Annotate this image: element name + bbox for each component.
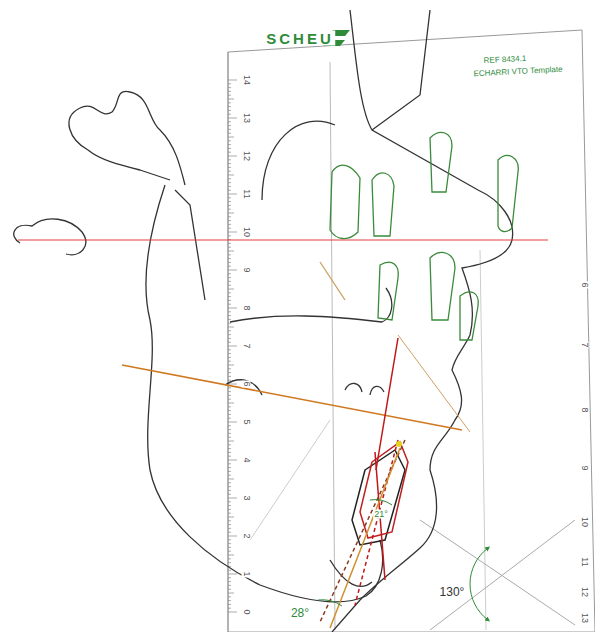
template-caption: ECHARRI VTO Template [472,66,563,79]
ruler-number: 12 [580,586,589,598]
ruler-number: 1 [242,570,251,577]
ruler-number: 9 [580,464,589,471]
ruler-number: 6 [242,380,251,387]
ruler-number: 13 [580,612,589,624]
profile-outline [14,10,513,632]
angle-label: 130° [439,586,466,598]
vto-template [228,30,595,632]
ruler-number: 10 [242,226,251,238]
ruler-number: 2 [242,532,251,539]
ruler-number: 8 [580,406,589,413]
ruler-number: 6 [580,281,589,288]
ruler-number: 7 [242,342,251,349]
occlusal-plane [122,365,462,430]
brand-logo: SCHEU [265,31,335,46]
ruler-number: 0 [242,608,251,615]
upper-teeth [320,132,518,340]
template-caption: REF 8434.1 [482,55,527,65]
ruler-number: 12 [242,150,251,162]
ruler-number: 13 [242,112,251,124]
ruler-number: 9 [242,266,251,273]
ruler-number: 10 [580,516,589,528]
ruler-number: 5 [242,418,251,425]
angle-label: 21° [373,510,389,519]
lower-incisor [318,338,408,628]
angle-label: 28° [290,607,310,619]
ruler-number: 14 [242,74,251,86]
ruler-number: 4 [242,456,251,463]
frankfort-plane [18,239,548,240]
ruler-number: 3 [242,494,251,501]
ruler-number: 11 [242,188,251,199]
ruler-number: 8 [242,304,251,311]
incisor-axis [398,335,470,432]
ruler-number: 7 [580,341,589,348]
ruler-number: 11 [580,556,589,567]
